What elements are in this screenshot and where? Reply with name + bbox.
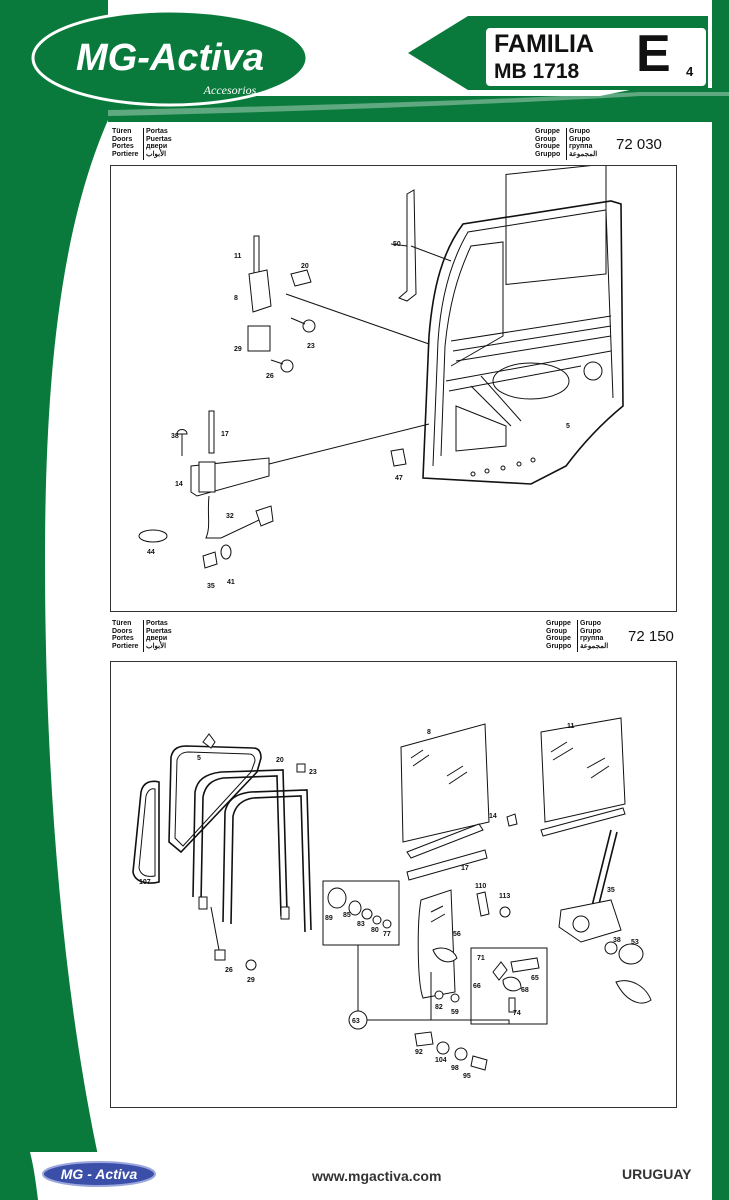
- callout: 66: [473, 983, 481, 990]
- callout: 47: [395, 475, 403, 482]
- callout: 44: [147, 549, 155, 556]
- callout: 107: [139, 879, 151, 886]
- regulator-drawing: [322, 829, 652, 1071]
- callout: 38: [613, 937, 621, 944]
- callout: 104: [435, 1057, 447, 1064]
- callout: 35: [207, 583, 215, 590]
- lower-lock-drawing: [138, 410, 407, 569]
- callout: 20: [276, 757, 284, 764]
- divider: [577, 620, 578, 652]
- footer-right-band: [712, 1152, 729, 1200]
- callout: 41: [227, 579, 235, 586]
- section2-group-code: 72 150: [628, 628, 674, 645]
- callout: 14: [175, 481, 183, 488]
- callout: 23: [309, 769, 317, 776]
- section1-diagram-panel: 11 20 8 23 29 26 50 5 47 38 17 14 32 44 …: [110, 163, 677, 612]
- country-label: URUGUAY: [622, 1166, 692, 1182]
- callout: 92: [415, 1049, 423, 1056]
- section1-group-code: 72 030: [616, 136, 662, 153]
- callout: 110: [475, 883, 486, 890]
- callout: 8: [427, 729, 431, 736]
- family-label: FAMILIA: [494, 30, 594, 58]
- callout: 56: [453, 931, 461, 938]
- page-number: 4: [686, 64, 694, 79]
- callout: 29: [234, 346, 242, 353]
- callout: 63: [352, 1018, 360, 1025]
- callout: 85: [343, 912, 351, 919]
- brand-logo[interactable]: MG-Activa Accesorios: [30, 8, 310, 108]
- logo-ellipse: MG-Activa Accesorios: [31, 9, 309, 107]
- logo-text: MG-Activa: [76, 37, 264, 79]
- callout: 74: [513, 1010, 521, 1017]
- divider: [566, 128, 567, 160]
- callout: 14: [489, 813, 497, 820]
- callout: 26: [225, 967, 233, 974]
- callout: 83: [357, 921, 365, 928]
- callout: 23: [307, 343, 315, 350]
- callout: 68: [521, 987, 529, 994]
- callout: 17: [221, 431, 229, 438]
- model-label: MB 1718: [494, 60, 580, 83]
- door-panel-drawing: [268, 163, 624, 485]
- callout: 5: [197, 755, 201, 762]
- divider: [143, 128, 144, 160]
- callout: 80: [371, 927, 379, 934]
- website-link[interactable]: www.mgactiva.com: [312, 1168, 442, 1184]
- section2-diagram-panel: 5 20 23 107 26 29 8 14 17 11 35 110 113 …: [110, 661, 677, 1108]
- callout: 20: [301, 263, 309, 270]
- callout: 71: [477, 955, 485, 962]
- callout: 17: [461, 865, 469, 872]
- window-glass-drawing: [400, 717, 626, 881]
- callout: 53: [631, 939, 639, 946]
- logo-subtext: Accesorios: [203, 83, 257, 97]
- callout: 35: [607, 887, 615, 894]
- callout: 65: [531, 975, 539, 982]
- callout: 82: [435, 1004, 443, 1011]
- footer-logo[interactable]: MG - Activa: [42, 1161, 156, 1187]
- divider: [143, 620, 144, 652]
- callout: 26: [266, 373, 274, 380]
- callout: 5: [566, 423, 570, 430]
- callout: 95: [463, 1073, 471, 1080]
- callout: 32: [226, 513, 234, 520]
- footer-logo-badge: MG - Activa: [42, 1161, 156, 1187]
- callout: 29: [247, 977, 255, 984]
- family-badge: FAMILIA MB 1718 E 4: [484, 25, 708, 88]
- callout: 50: [393, 241, 401, 248]
- callout: 11: [234, 253, 242, 260]
- callout: 77: [383, 931, 391, 938]
- callout: 38: [171, 433, 179, 440]
- window-regulator-diagram: 5 20 23 107 26 29 8 14 17 11 35 110 113 …: [132, 717, 652, 1080]
- footer-logo-text: MG - Activa: [61, 1166, 138, 1182]
- footer-left-band: [0, 1152, 38, 1200]
- callout: 113: [499, 893, 510, 900]
- callout: 59: [451, 1009, 459, 1016]
- upper-hinge-drawing: [247, 235, 316, 373]
- callout: 98: [451, 1065, 459, 1072]
- callout: 11: [567, 723, 575, 730]
- callout: 8: [234, 295, 238, 302]
- family-letter: E: [636, 25, 671, 83]
- door-hinge-diagram: 11 20 8 23 29 26 50 5 47 38 17 14 32 44 …: [138, 163, 624, 590]
- callout: 89: [325, 915, 333, 922]
- window-seal-drawing: [132, 733, 312, 971]
